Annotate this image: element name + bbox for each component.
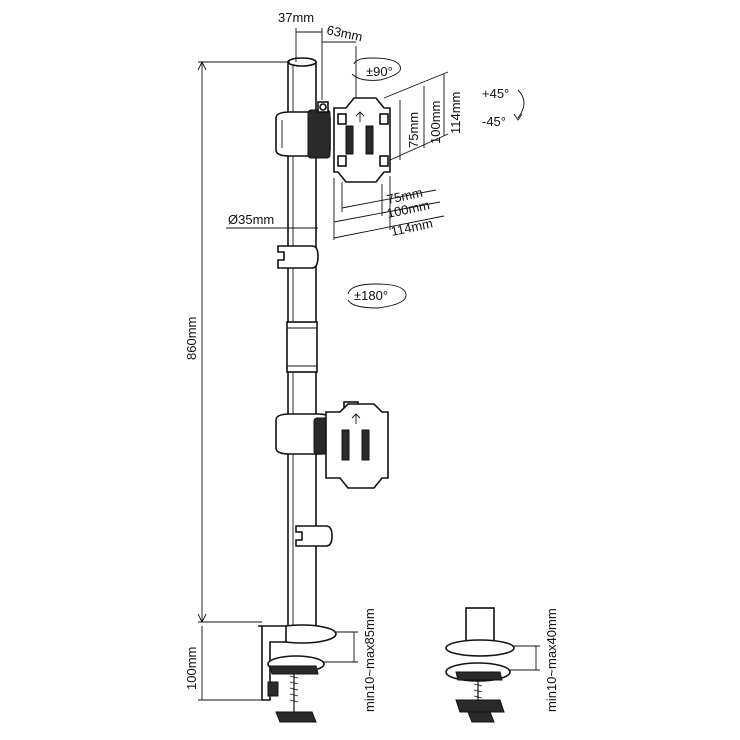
swivel-label: ±180° bbox=[354, 288, 388, 303]
rotation-arrows bbox=[347, 57, 525, 309]
desk-clamp-detail bbox=[445, 607, 515, 723]
middle-sleeve bbox=[286, 321, 318, 373]
vesa-vertical-114-label: 114mm bbox=[448, 92, 463, 134]
upper-collar bbox=[275, 101, 331, 159]
pole-offset-label: 37mm bbox=[278, 10, 314, 25]
rotation-top-label: ±90° bbox=[366, 64, 393, 79]
cable-clip-lower bbox=[295, 525, 333, 547]
cable-clip-upper bbox=[277, 245, 319, 269]
desk-clamp bbox=[258, 624, 337, 723]
clamp-range-main-label: min10~max85mm bbox=[362, 608, 377, 712]
tilt-down-label: -45° bbox=[482, 114, 506, 129]
pole-diameter-label: Ø35mm bbox=[228, 212, 274, 227]
dimension-lines bbox=[197, 28, 540, 701]
vesa-vertical-75-label: 75mm bbox=[406, 112, 421, 148]
lower-vesa-plate bbox=[325, 403, 389, 489]
pole-height-label: 860mm bbox=[184, 317, 199, 360]
tilt-up-label: +45° bbox=[482, 86, 509, 101]
upper-vesa-plate bbox=[333, 97, 391, 183]
dimension-labels: 37mm 63mm ±90° +45° -45° 75mm 100mm 114m… bbox=[184, 10, 559, 712]
arm-offset-label: 63mm bbox=[325, 22, 363, 44]
vesa-horizontal-75-label: 75mm bbox=[386, 185, 424, 207]
vesa-vertical-100-label: 100mm bbox=[428, 101, 443, 144]
clamp-range-detail-label: min10~max40mm bbox=[544, 608, 559, 712]
clamp-height-label: 100mm bbox=[184, 647, 199, 690]
